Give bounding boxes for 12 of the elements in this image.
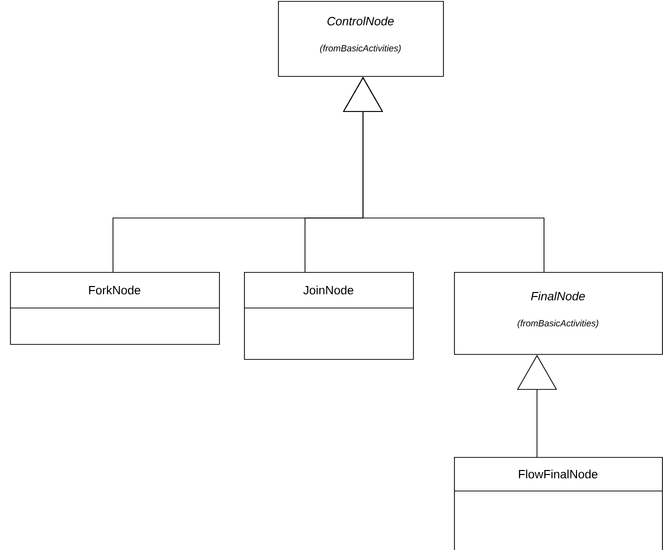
class-name: ControlNode: [327, 16, 394, 26]
class-name: JoinNode: [303, 286, 354, 294]
class-box: [10, 272, 220, 345]
class-note: (fromBasicActivities): [518, 320, 598, 328]
class-note: (fromBasicActivities): [320, 44, 401, 54]
class-name: ForkNode: [89, 286, 140, 294]
class-box: [454, 457, 663, 550]
class-box: [454, 272, 663, 355]
class-name: FlowFinalNode: [518, 470, 598, 478]
class-box: [278, 1, 444, 77]
class-box: [244, 272, 414, 360]
class-name: FinalNode: [531, 292, 585, 300]
